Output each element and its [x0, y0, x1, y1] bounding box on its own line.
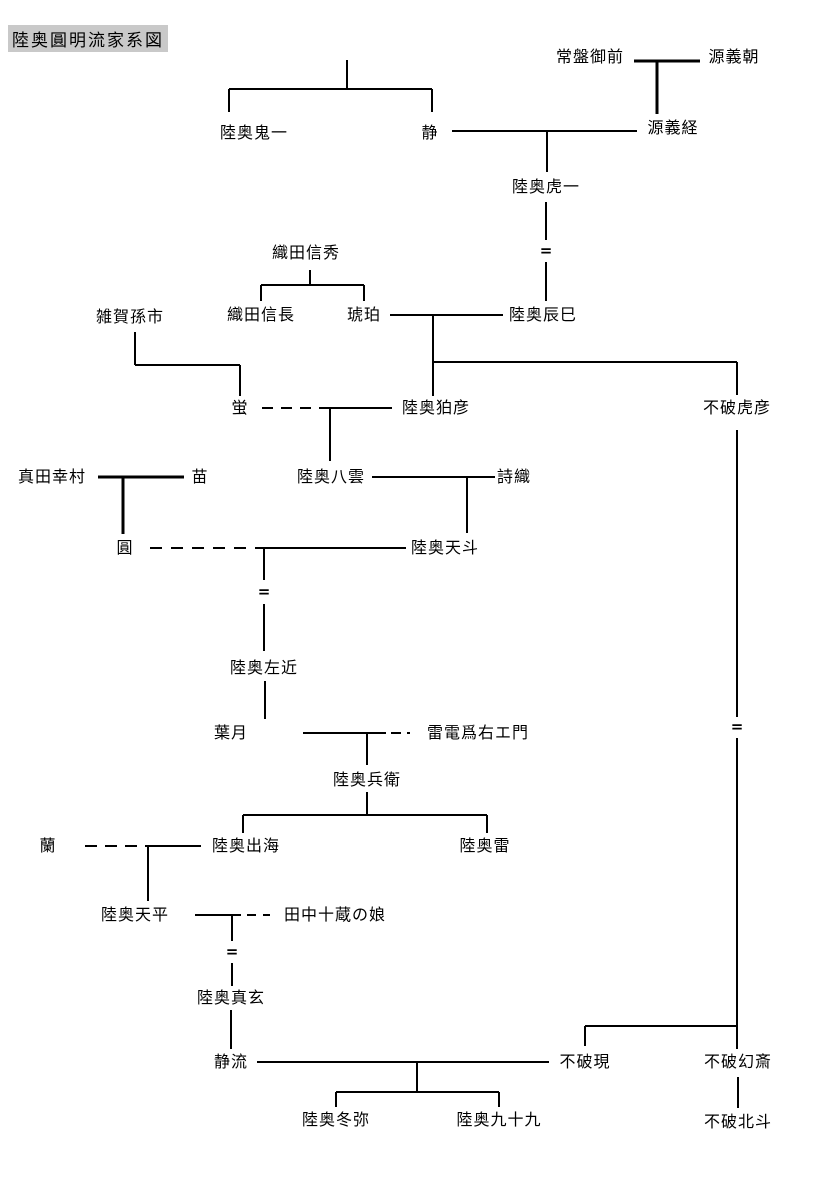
person-mutsu-toraichi: 陸奥虎一: [509, 177, 583, 197]
person-maru: 圓: [114, 538, 136, 558]
person-minamoto-yoshitomo: 源義朝: [706, 47, 762, 67]
page-title: 陸奥圓明流家系図: [8, 25, 168, 52]
person-mutsu-toya: 陸奥冬弥: [299, 1110, 373, 1130]
person-kohaku: 琥珀: [344, 305, 384, 325]
person-shizuka: 静: [419, 123, 441, 143]
person-tokiwa-gozen: 常盤御前: [553, 47, 627, 67]
person-mutsu-komahiko: 陸奥狛彦: [399, 398, 473, 418]
person-fuwa-hokuto: 不破北斗: [701, 1112, 775, 1132]
person-mutsu-shingen: 陸奥真玄: [194, 988, 268, 1008]
generation-skip-mark: =: [538, 241, 554, 260]
person-tanaka-juzo-daughter: 田中十蔵の娘: [281, 905, 389, 925]
person-mutsu-izumi: 陸奥出海: [209, 836, 283, 856]
person-sanada-yukimura: 真田幸村: [15, 467, 89, 487]
person-mutsu-yakumo: 陸奥八雲: [294, 467, 368, 487]
person-oda-nobuhide: 織田信秀: [269, 243, 343, 263]
person-raiden-tameemon: 雷電爲右エ門: [424, 723, 532, 743]
person-mutsu-ikazuchi: 陸奥雷: [457, 836, 513, 856]
person-mutsu-hyoei: 陸奥兵衛: [330, 770, 404, 790]
person-hazuki: 葉月: [211, 723, 251, 743]
generation-skip-mark: =: [729, 717, 745, 736]
person-ran: 蘭: [37, 836, 59, 856]
person-mutsu-tatsumi: 陸奥辰巳: [506, 305, 580, 325]
person-hotaru: 蛍: [229, 398, 251, 418]
person-mutsu-tenpei: 陸奥天平: [98, 905, 172, 925]
person-mutsu-takato: 陸奥天斗: [408, 538, 482, 558]
person-saika-magoichi: 雑賀孫市: [93, 307, 167, 327]
person-mutsu-tsukumo: 陸奥九十九: [454, 1110, 544, 1130]
person-fuwa-torahiko: 不破虎彦: [700, 398, 774, 418]
generation-skip-mark: =: [224, 942, 240, 961]
person-mutsu-sakon: 陸奥左近: [227, 658, 301, 678]
person-shiori: 詩織: [494, 467, 534, 487]
person-fuwa-gen: 不破現: [557, 1052, 613, 1072]
person-shizuru: 静流: [211, 1052, 251, 1072]
person-nae: 苗: [189, 467, 211, 487]
person-mutsu-kiichi: 陸奥鬼一: [217, 123, 291, 143]
person-oda-nobunaga: 織田信長: [224, 305, 298, 325]
generation-skip-mark: =: [256, 582, 272, 601]
person-minamoto-yoshitsune: 源義経: [645, 118, 701, 138]
person-fuwa-genzai: 不破幻斎: [701, 1052, 775, 1072]
